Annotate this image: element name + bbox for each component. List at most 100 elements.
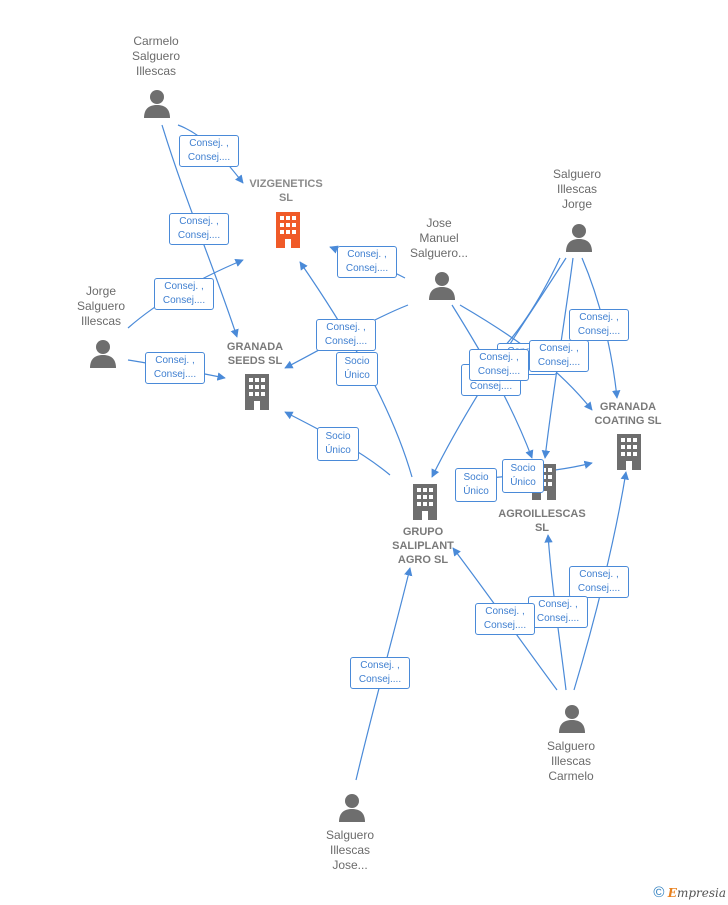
person-icon-salguero-jorge[interactable]	[564, 222, 594, 257]
relation-line: Consej....	[469, 381, 513, 392]
relation-line: Consej....	[477, 366, 521, 377]
label-line: COATING SL	[594, 415, 662, 427]
person-label-carmelo[interactable]: Carmelo Salguero Illescas	[132, 34, 180, 79]
relation-line: Socio	[344, 356, 370, 367]
label-line: Salguero...	[409, 246, 469, 260]
person-icon-carmelo[interactable]	[142, 88, 172, 123]
relation-line: Consej. ,	[538, 599, 578, 610]
edge-agroillescas-coating	[554, 460, 593, 471]
person-icon-jose-manuel[interactable]	[427, 270, 457, 305]
label-line: GRANADA	[226, 341, 284, 353]
relation-line: Consej. ,	[479, 352, 519, 363]
relation-line: Consej. ,	[485, 606, 525, 617]
relation-line: Consej....	[324, 336, 368, 347]
relation-line: Consej. ,	[579, 569, 619, 580]
label-line: Carmelo	[548, 769, 594, 783]
label-line: Salguero	[325, 828, 375, 842]
person-label-jose-manuel[interactable]: Jose Manuel Salguero...	[410, 216, 468, 261]
person-label-salguero-jorge[interactable]: Salguero Illescas Jorge	[553, 167, 601, 212]
label-line: Illescas	[80, 314, 122, 328]
label-line: Illescas	[135, 64, 177, 78]
brand-name: Empresia	[668, 886, 726, 900]
label-line: AGROILLESCAS	[498, 508, 586, 520]
relation-box-consej[interactable]: Consej. ,Consej....	[529, 340, 589, 372]
relation-line: Consej. ,	[179, 216, 219, 227]
building-icon-granada-coating[interactable]	[614, 434, 644, 475]
label-line: Illescas	[556, 182, 598, 196]
relation-line: Consej. ,	[579, 312, 619, 323]
label-line: SL	[278, 192, 294, 204]
relation-line: Consej. ,	[164, 281, 204, 292]
relation-box-consej[interactable]: Consej. , Consej....	[337, 246, 397, 278]
person-label-salguero-jose[interactable]: Salguero Illescas Jose...	[326, 828, 374, 873]
relation-box-consej[interactable]: Consej. , Consej....	[316, 319, 376, 351]
relation-box-consej[interactable]: Consej. ,Consej....	[350, 657, 410, 689]
label-line: Jorge	[561, 197, 593, 211]
relation-line: Consej....	[537, 357, 581, 368]
relation-line: Único	[325, 445, 351, 456]
company-label-agroillescas[interactable]: AGROILLESCAS SL	[498, 507, 585, 535]
relation-line: Consej....	[577, 326, 621, 337]
brand-rest: mpresia	[676, 886, 726, 900]
company-label-vizgenetics[interactable]: VIZGENETICS SL	[249, 177, 322, 205]
relation-line: Consej....	[345, 263, 389, 274]
label-line: GRANADA	[599, 401, 657, 413]
relation-line: Consej....	[577, 583, 621, 594]
relation-box-consej[interactable]: Consej. ,Consej....	[475, 603, 535, 635]
label-line: GRUPO	[402, 526, 444, 538]
person-icon-salguero-jose[interactable]	[337, 792, 367, 827]
label-line: Salguero	[546, 739, 596, 753]
relation-line: Consej....	[187, 152, 231, 163]
label-line: Illescas	[550, 754, 592, 768]
relation-line: Consej. ,	[189, 138, 229, 149]
relation-line: Socio	[325, 431, 351, 442]
label-line: SL	[534, 522, 550, 534]
relation-line: Consej. ,	[326, 322, 366, 333]
relation-line: Socio	[463, 472, 489, 483]
label-line: Illescas	[329, 843, 371, 857]
relation-line: Único	[463, 486, 489, 497]
person-label-jorge[interactable]: Jorge Salguero Illescas	[77, 284, 125, 329]
label-line: Salguero	[552, 167, 602, 181]
label-line: Salguero	[76, 299, 126, 313]
label-line: Salguero	[131, 49, 181, 63]
person-label-salguero-carmelo[interactable]: Salguero Illescas Carmelo	[547, 739, 595, 784]
relation-box-consej[interactable]: Consej. , Consej....	[528, 596, 588, 628]
building-icon-grupo-saliplant[interactable]	[410, 484, 440, 525]
relation-box-consej[interactable]: Consej. , Consej....	[145, 352, 205, 384]
relation-box-consej[interactable]: Consej. , Consej....	[469, 349, 529, 381]
company-label-grupo-saliplant[interactable]: GRUPO SALIPLANT AGRO SL	[392, 525, 454, 567]
empresia-logo[interactable]: © Empresia	[653, 884, 726, 901]
building-icon-vizgenetics[interactable]	[273, 212, 303, 253]
relation-line: Consej. ,	[155, 355, 195, 366]
relation-line: Consej....	[177, 230, 221, 241]
building-icon-granada-seeds[interactable]	[242, 374, 272, 415]
relation-box-consej[interactable]: Consej. , Consej....	[179, 135, 239, 167]
person-icon-jorge[interactable]	[88, 338, 118, 373]
company-label-granada-seeds[interactable]: GRANADA SEEDS SL	[227, 340, 283, 368]
person-icon-salguero-carmelo[interactable]	[557, 703, 587, 738]
label-line: Jose	[426, 216, 452, 230]
relation-line: Socio	[510, 463, 536, 474]
label-line: VIZGENETICS	[249, 178, 323, 190]
copyright-icon: ©	[653, 884, 665, 901]
brand-initial: E	[667, 886, 677, 900]
relation-box-consej[interactable]: Consej. , Consej....	[569, 309, 629, 341]
company-label-granada-coating[interactable]: GRANADA COATING SL	[594, 400, 661, 428]
relation-line: Consej....	[536, 613, 580, 624]
relation-line: Consej. ,	[347, 249, 387, 260]
label-line: SEEDS SL	[227, 355, 283, 367]
relation-line: Consej....	[153, 369, 197, 380]
label-line: Manuel	[419, 231, 459, 245]
label-line: Jorge	[85, 284, 117, 298]
label-line: AGRO SL	[397, 554, 449, 566]
relation-box-consej[interactable]: Consej. , Consej....	[169, 213, 229, 245]
relation-box-consej[interactable]: Consej. , Consej....	[569, 566, 629, 598]
label-line: Carmelo	[133, 34, 179, 48]
relation-line: Consej. ,	[360, 660, 400, 671]
relation-box-consej[interactable]: Consej. ,Consej....	[154, 278, 214, 310]
